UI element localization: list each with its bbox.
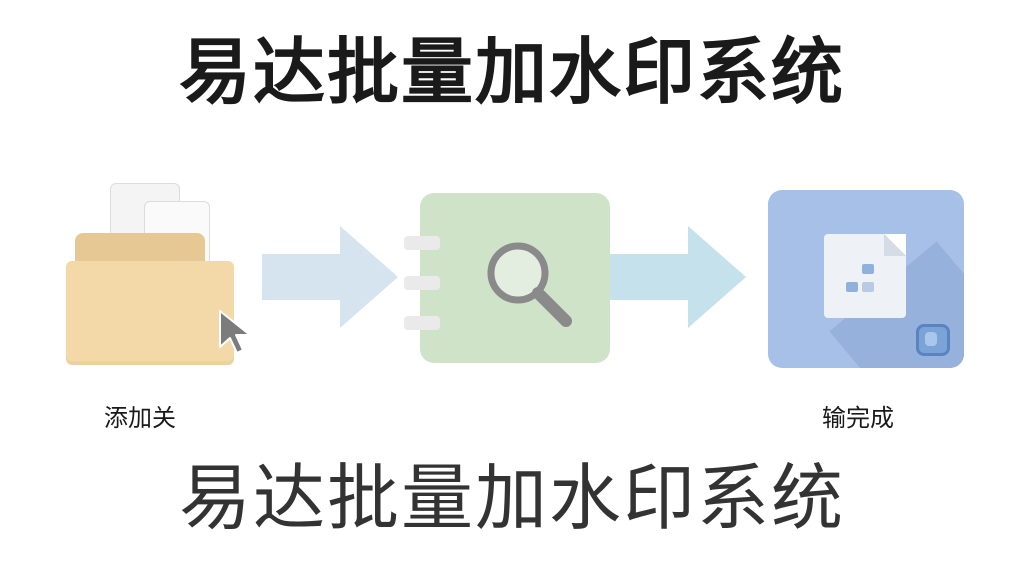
arrow-right-icon (610, 226, 746, 328)
binder-ring (404, 236, 440, 250)
page-fold (884, 234, 906, 256)
tile (846, 282, 858, 292)
binder-ring (404, 276, 440, 290)
folder-icon (66, 261, 234, 365)
search-icon (487, 242, 572, 327)
document-icon (824, 234, 906, 318)
title-top: 易达批量加水印系统 (178, 30, 845, 114)
title-bottom: 易达批量加水印系统 (178, 456, 845, 540)
tile (862, 264, 874, 274)
output-step (768, 190, 964, 368)
arrow-right-icon (262, 226, 398, 328)
folder-step (60, 175, 260, 375)
tile (862, 282, 874, 292)
search-step (404, 193, 610, 363)
badge-icon (916, 324, 950, 356)
binder-ring (404, 316, 440, 330)
step-label-output: 输完成 (822, 404, 894, 432)
cursor-icon (219, 310, 251, 354)
step-label-add: 添加关 (104, 404, 176, 432)
